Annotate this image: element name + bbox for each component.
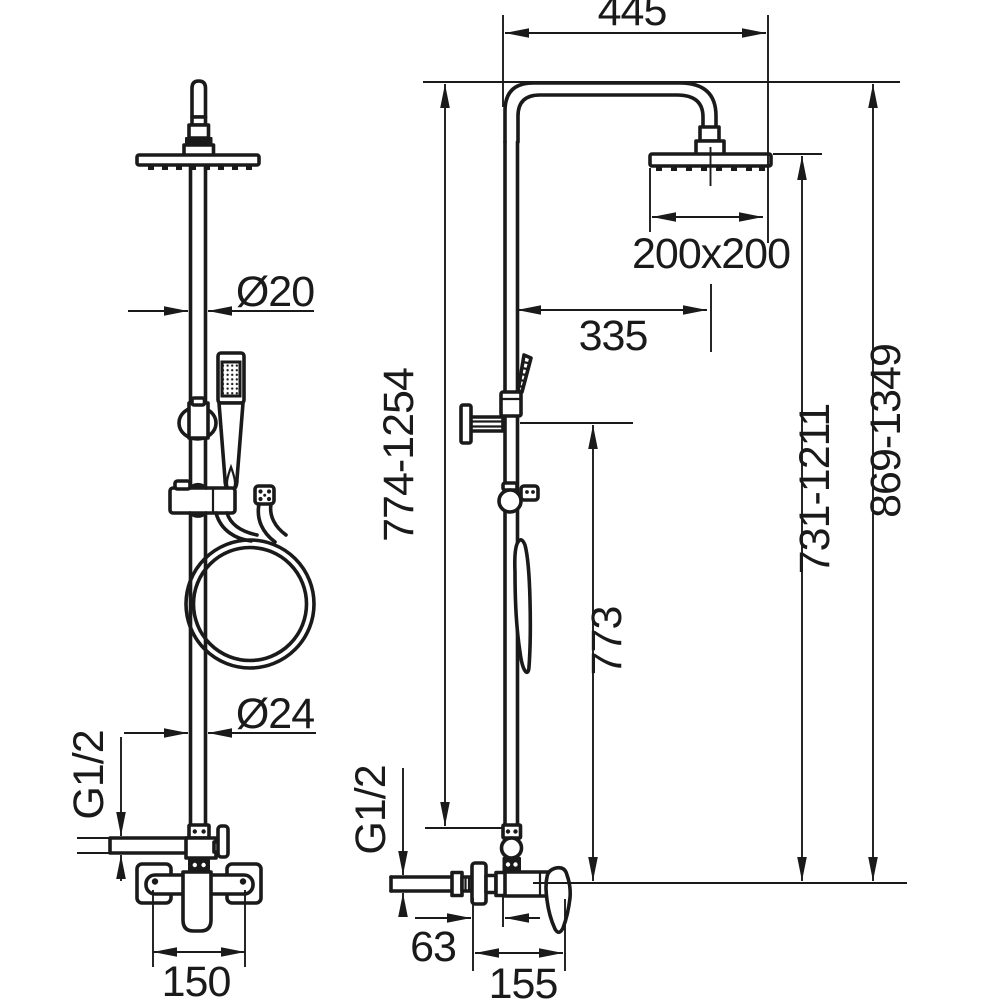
dimension-labels: 445 200x200 335 774-1254 731-1211 869-13… bbox=[65, 0, 910, 1000]
dim-wall-offset-label: 63 bbox=[410, 923, 456, 971]
dim-head-height-label: 731-1211 bbox=[791, 404, 839, 575]
wall-bracket-stem bbox=[468, 415, 505, 433]
dim-mixer-depth-label: 155 bbox=[489, 960, 558, 1000]
dim-head-offset-label: 335 bbox=[579, 312, 648, 360]
shower-hose bbox=[214, 511, 253, 543]
extension-lines bbox=[77, 15, 907, 971]
front-rain-head bbox=[135, 153, 261, 167]
front-hand-shower-face bbox=[220, 360, 242, 398]
side-shower-arm bbox=[503, 81, 718, 144]
dim-bracket-height-label: 773 bbox=[583, 607, 631, 676]
side-holder-clip bbox=[519, 484, 540, 502]
dim-lower-pipe-diameter-label: Ø24 bbox=[236, 690, 314, 738]
hose-coil bbox=[184, 538, 316, 670]
front-view bbox=[108, 79, 316, 933]
side-diverter-ball bbox=[499, 836, 524, 860]
dim-overall-height-label: 869-1349 bbox=[862, 344, 910, 518]
dim-arm-reach-label: 445 bbox=[598, 0, 667, 35]
dim-mixer-width-label: 150 bbox=[162, 958, 231, 1000]
wall-bracket-flange bbox=[459, 403, 473, 445]
side-mixer-lever bbox=[544, 865, 572, 935]
front-hand-shower-handle bbox=[217, 401, 245, 492]
dim-riser-height-label: 774-1254 bbox=[375, 368, 423, 542]
front-diverter-body bbox=[184, 836, 218, 860]
side-escutcheon bbox=[470, 861, 488, 906]
side-mixer-body bbox=[503, 870, 550, 898]
front-mixer-body bbox=[181, 870, 213, 933]
dim-upper-pipe-diameter-label: Ø20 bbox=[236, 268, 314, 316]
front-inlet-stub bbox=[108, 836, 190, 855]
side-hand-shower bbox=[513, 538, 533, 675]
dim-head-size-label: 200x200 bbox=[632, 230, 790, 278]
front-head-nozzles bbox=[148, 165, 252, 170]
front-arm-end bbox=[190, 79, 208, 119]
front-diverter-handle bbox=[216, 824, 230, 859]
dim-inlet-thread-front-label: G1/2 bbox=[65, 730, 113, 819]
dim-inlet-thread-side-label: G1/2 bbox=[347, 765, 395, 854]
front-slider-bracket bbox=[168, 486, 237, 515]
side-view bbox=[389, 81, 773, 935]
side-head-nozzles bbox=[656, 166, 765, 171]
side-hose-knob bbox=[497, 488, 523, 514]
dimension-lines bbox=[116, 28, 878, 958]
